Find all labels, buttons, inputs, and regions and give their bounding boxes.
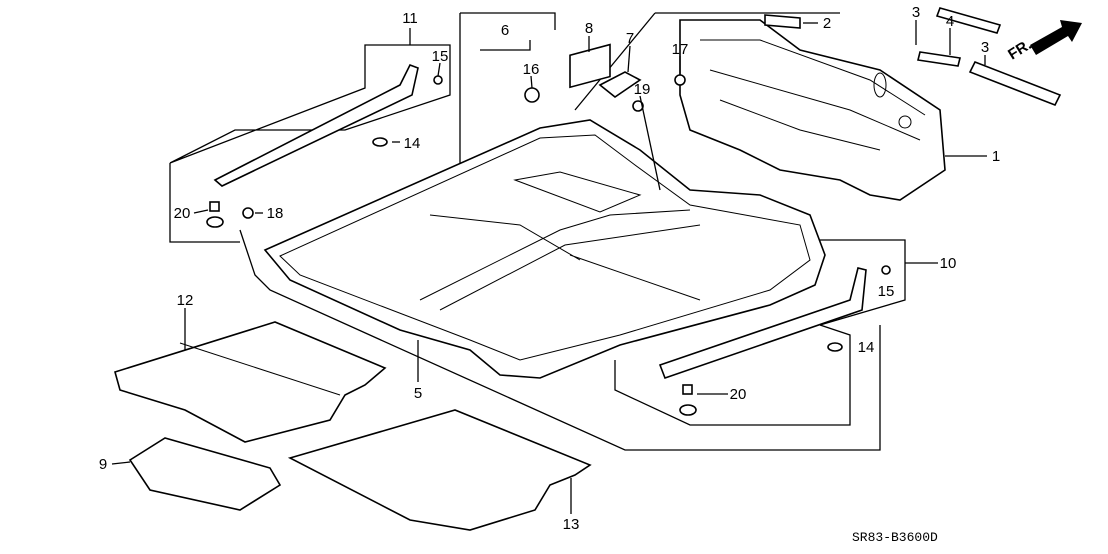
callout-3-right: 3 bbox=[981, 39, 989, 56]
part-3-right bbox=[968, 60, 1062, 107]
left-sill-garnish-part bbox=[213, 63, 419, 187]
callout-20-right: 20 bbox=[730, 386, 747, 403]
callout-10: 10 bbox=[940, 255, 957, 272]
callout-1: 1 bbox=[992, 148, 1000, 165]
trunk-mat-part bbox=[287, 409, 592, 531]
part-15-left bbox=[433, 75, 443, 85]
direction-label: FR. bbox=[1005, 36, 1035, 63]
dash-insulator-part bbox=[679, 19, 946, 201]
callout-7: 7 bbox=[626, 30, 634, 47]
part-16 bbox=[524, 87, 540, 103]
trunk-lid-fold bbox=[179, 342, 341, 396]
callout-4: 4 bbox=[946, 13, 954, 30]
callout-6: 6 bbox=[501, 22, 509, 39]
right-sill-garnish-part bbox=[658, 267, 867, 380]
leader-lines bbox=[111, 20, 987, 514]
callout-15: 15 bbox=[432, 48, 449, 65]
callout-11: 11 bbox=[402, 10, 418, 27]
part-18 bbox=[242, 207, 254, 219]
callout-12: 12 bbox=[177, 292, 194, 309]
part-20-right bbox=[682, 384, 693, 395]
part-2 bbox=[764, 14, 801, 29]
spare-tire-tray-part bbox=[128, 437, 282, 511]
callout-16: 16 bbox=[523, 61, 540, 78]
front-direction-indicator: FR. bbox=[1005, 20, 1082, 63]
floor-carpet-part bbox=[263, 119, 826, 379]
group-brackets bbox=[169, 12, 906, 451]
part-20-right-nut bbox=[679, 404, 697, 416]
callout-13: 13 bbox=[563, 516, 580, 533]
callout-20: 20 bbox=[174, 205, 191, 222]
callout-3-left: 3 bbox=[912, 4, 920, 21]
part-8 bbox=[569, 43, 611, 89]
callout-15-right: 15 bbox=[878, 283, 895, 300]
callout-19: 19 bbox=[634, 81, 651, 98]
part-15-right bbox=[881, 265, 891, 275]
part-3-left bbox=[935, 7, 1002, 34]
callout-14: 14 bbox=[404, 135, 421, 152]
callout-14-right: 14 bbox=[858, 339, 875, 356]
part-19 bbox=[632, 100, 644, 112]
callout-5: 5 bbox=[414, 385, 422, 402]
callout-8: 8 bbox=[585, 20, 593, 37]
callout-17: 17 bbox=[672, 41, 689, 58]
part-4 bbox=[917, 51, 961, 67]
part-20-left bbox=[209, 201, 220, 212]
part-17 bbox=[674, 74, 686, 86]
callout-18: 18 bbox=[267, 205, 284, 222]
part-14-right bbox=[827, 342, 843, 352]
diagram-code: SR83-B3600D bbox=[852, 530, 938, 545]
part-7 bbox=[598, 71, 642, 98]
callout-2: 2 bbox=[823, 15, 831, 32]
part-14-left bbox=[372, 137, 388, 147]
front-direction-arrow-icon bbox=[1030, 20, 1082, 55]
trunk-floor-lid-part bbox=[114, 321, 387, 443]
part-20-left-nut bbox=[206, 216, 224, 228]
callout-9: 9 bbox=[99, 456, 107, 473]
